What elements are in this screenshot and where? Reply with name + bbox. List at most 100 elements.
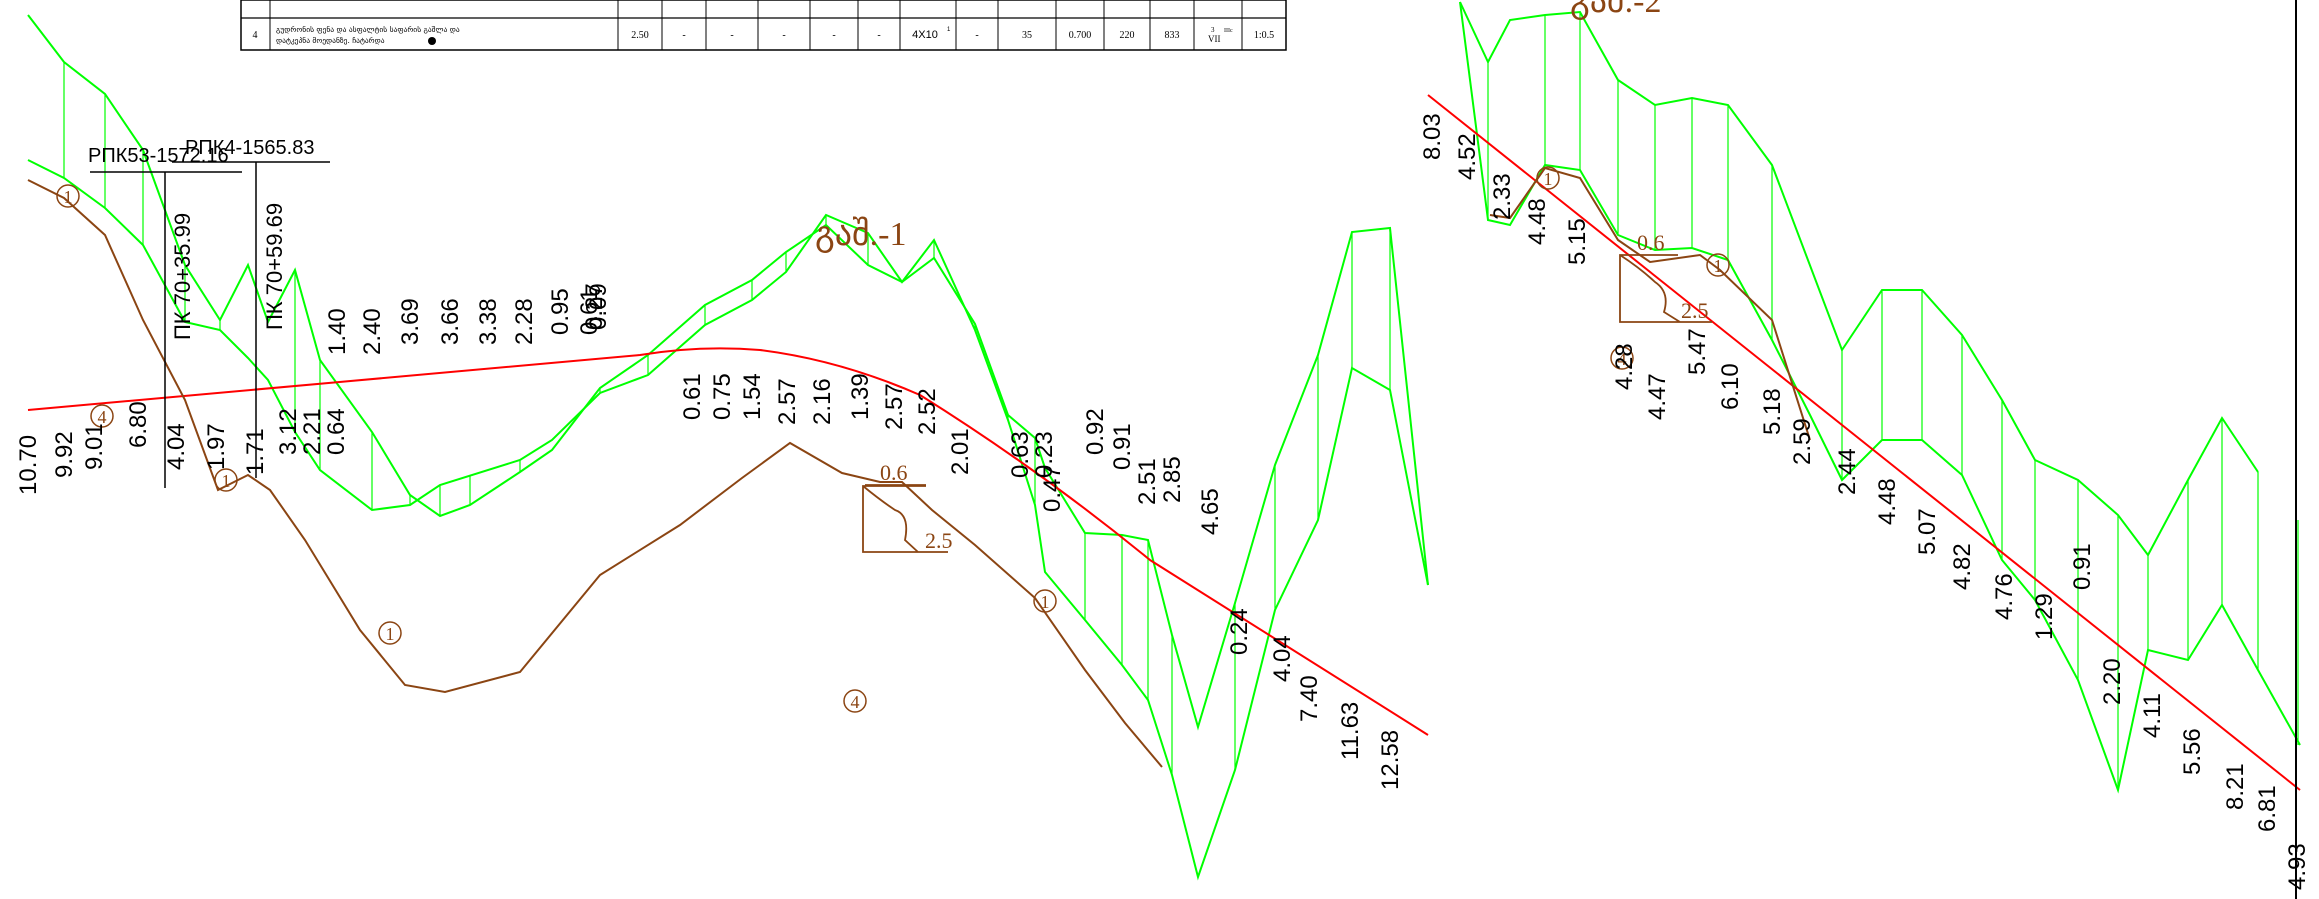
layer-boundary xyxy=(27,179,1163,768)
svg-text:1: 1 xyxy=(64,187,73,207)
layer-marker: 1 xyxy=(1536,166,1560,190)
value-label: 0.95 xyxy=(547,288,574,335)
design-profile-top-right xyxy=(1459,1,2259,557)
natural-ground-line xyxy=(27,347,1429,736)
value-label: 0.24 xyxy=(1226,608,1253,655)
value-label: 5.47 xyxy=(1684,328,1711,375)
value-label: 2.20 xyxy=(2099,658,2126,705)
value-label: 9.01 xyxy=(81,423,108,470)
value-label: 0.63 xyxy=(1007,431,1034,478)
table-cell: - xyxy=(832,30,835,41)
table-cell-superscript: 1 xyxy=(947,27,951,33)
table-cell: - xyxy=(682,30,685,41)
value-label: 4.04 xyxy=(1269,635,1296,682)
value-label: 2.57 xyxy=(774,378,801,425)
value-label: 2.51 xyxy=(1134,458,1161,505)
marker-label-rpk53: РПК53-1572.16 xyxy=(88,145,229,167)
table-cell: 2.50 xyxy=(631,30,649,41)
value-label: 4.47 xyxy=(1644,373,1671,420)
value-label: 4.65 xyxy=(1197,488,1224,535)
value-label: 11.63 xyxy=(1337,702,1364,760)
value-label: 2.28 xyxy=(511,298,538,345)
svg-text:4: 4 xyxy=(1618,349,1627,369)
table-cell: 1:0.5 xyxy=(1254,30,1274,41)
svg-text:1: 1 xyxy=(1041,592,1050,612)
table-row-number: 4 xyxy=(253,30,258,41)
value-label: 4.04 xyxy=(163,423,190,470)
value-label: 7.40 xyxy=(1296,675,1323,722)
table-cell: 833 xyxy=(1165,30,1180,41)
value-label: 6.81 xyxy=(2254,785,2281,832)
table-row-bullet xyxy=(428,37,436,45)
layer-marker: 4 xyxy=(1610,346,1634,370)
design-hatch-right xyxy=(1487,12,2299,790)
marker-label-pk2: ПК 70+59.69 xyxy=(262,203,287,330)
value-label: 1.97 xyxy=(203,423,230,470)
value-label: 0.47 xyxy=(1039,465,1066,512)
value-label: 0.91 xyxy=(2069,543,2096,590)
marker-label-pk1: ПК 70+35.99 xyxy=(170,213,195,340)
value-label: 0.23 xyxy=(1031,431,1058,478)
value-label: 2.33 xyxy=(1489,173,1516,220)
slope-label-a-right: 0.6 xyxy=(1637,230,1665,255)
value-label: 4.48 xyxy=(1874,478,1901,525)
value-label: 0.92 xyxy=(1082,408,1109,455)
layer-marker: 1 xyxy=(214,468,238,492)
value-label: 3.38 xyxy=(475,298,502,345)
value-label: 2.57 xyxy=(881,383,908,430)
work-table: 4 გუდრონის ფენა და ასფალტის საფარის გაშლ… xyxy=(240,0,1287,51)
value-label: 4.52 xyxy=(1454,133,1481,180)
layer-marker: 4 xyxy=(90,404,114,428)
value-label: 1.71 xyxy=(242,428,269,475)
table-cell: - xyxy=(782,30,785,41)
value-label: 2.52 xyxy=(914,388,941,435)
layer-marker: 1 xyxy=(378,621,402,645)
layer-marker: 1 xyxy=(1706,253,1730,277)
value-label: 0.09 xyxy=(585,283,612,330)
value-label: 4.48 xyxy=(1524,198,1551,245)
table-cell: 220 xyxy=(1120,30,1135,41)
value-label: 0.64 xyxy=(323,408,350,455)
layer-marker: 4 xyxy=(843,689,867,713)
value-label: 6.80 xyxy=(125,401,152,448)
value-label: 10.70 xyxy=(15,435,42,495)
layer-marker: 1 xyxy=(1033,589,1057,613)
value-label: 2.21 xyxy=(299,408,326,455)
slope-label-a: 0.6 xyxy=(880,460,908,485)
table-cell: 35 xyxy=(1022,30,1032,41)
value-label: 1.39 xyxy=(847,373,874,420)
value-label: 8.03 xyxy=(1419,113,1446,160)
value-label: 4.28 xyxy=(1611,343,1638,390)
value-label: 0.27 xyxy=(581,283,608,330)
design-profile-bottom-right xyxy=(1459,1,2301,794)
table-cell: VII xyxy=(1208,34,1221,44)
value-label: 2.59 xyxy=(1789,418,1816,465)
value-label: 2.44 xyxy=(1834,448,1861,495)
table-cell: 0.700 xyxy=(1069,30,1092,41)
value-label: 2.40 xyxy=(359,308,386,355)
value-label: 6.10 xyxy=(1717,363,1744,410)
left-section: РПК53-1572.16 РПК4-1565.83 ПК 70+35.99 П… xyxy=(15,14,1429,881)
value-label: 9.92 xyxy=(51,431,78,478)
value-label: 0.75 xyxy=(709,373,736,420)
section-title-2: გაშ.-2 xyxy=(1570,0,1661,20)
table-cell-sup: 3 xyxy=(1211,26,1215,34)
table-row-description-2: დატკეპნა მოედანზე. ჩატარდა xyxy=(276,36,385,45)
value-label: 2.85 xyxy=(1159,456,1186,503)
slope-label-b-right: 2.5 xyxy=(1681,298,1709,323)
svg-text:4: 4 xyxy=(98,407,107,427)
value-label: 1.29 xyxy=(2031,593,2058,640)
value-label: 3.66 xyxy=(437,298,464,345)
svg-text:1: 1 xyxy=(1544,169,1553,189)
slope-symbol-frame xyxy=(862,485,948,553)
svg-text:4: 4 xyxy=(851,692,860,712)
table-cell: - xyxy=(975,30,978,41)
table-cell: 4X10 xyxy=(912,29,938,41)
table-row-description-1: გუდრონის ფენა და ასფალტის საფარის გაშლა … xyxy=(276,25,460,34)
svg-text:1: 1 xyxy=(386,624,395,644)
value-label: 5.56 xyxy=(2179,728,2206,775)
svg-text:1: 1 xyxy=(1714,256,1723,276)
